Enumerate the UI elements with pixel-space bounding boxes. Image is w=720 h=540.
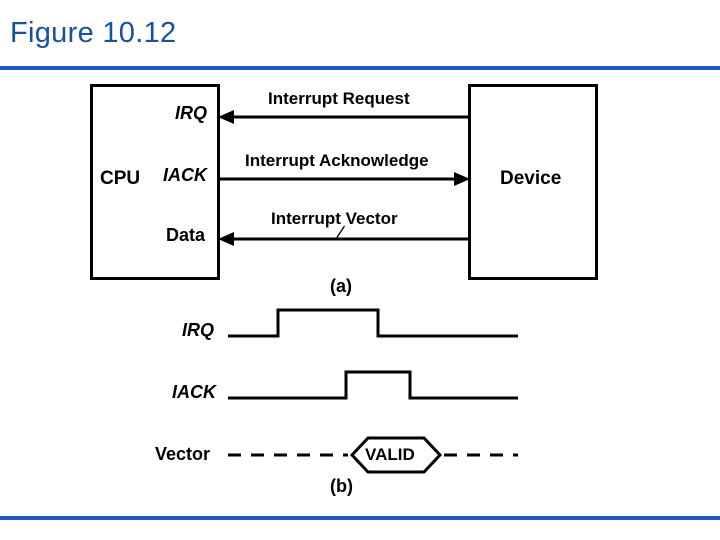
waveform-vector-trace [228, 436, 518, 474]
arrow-interrupt-request [218, 110, 470, 124]
figure-diagram: CPU Device IRQ IACK Data Interrupt Reque… [0, 70, 720, 510]
arrow-interrupt-acknowledge [218, 172, 470, 186]
waveform-vector-label: Vector [155, 444, 211, 464]
device-box [468, 84, 598, 280]
bus-label-interrupt-acknowledge: Interrupt Acknowledge [245, 151, 429, 170]
waveform-iack-label: IACK [172, 382, 216, 402]
page-title: Figure 10.12 [10, 17, 177, 49]
bus-label-interrupt-vector: Interrupt Vector [271, 209, 398, 228]
cpu-box [90, 84, 220, 280]
cpu-signal-irq-label: IRQ [175, 103, 208, 123]
header-divider [0, 66, 720, 70]
cpu-signal-iack-label: IACK [163, 165, 207, 185]
waveform-irq-label: IRQ [182, 320, 215, 340]
footer-divider [0, 516, 720, 520]
figure-caption-a: (a) [330, 276, 352, 296]
waveform-vector-valid-text: VALID [365, 445, 415, 464]
cpu-signal-data-label: Data [166, 225, 206, 245]
figure-caption-b: (b) [330, 476, 353, 496]
cpu-label: CPU [100, 168, 141, 189]
waveform-irq-trace [228, 308, 518, 338]
arrow-interrupt-vector [218, 232, 470, 246]
device-label: Device [500, 168, 562, 189]
bus-label-interrupt-request: Interrupt Request [268, 89, 410, 108]
waveform-iack-trace [228, 370, 518, 400]
